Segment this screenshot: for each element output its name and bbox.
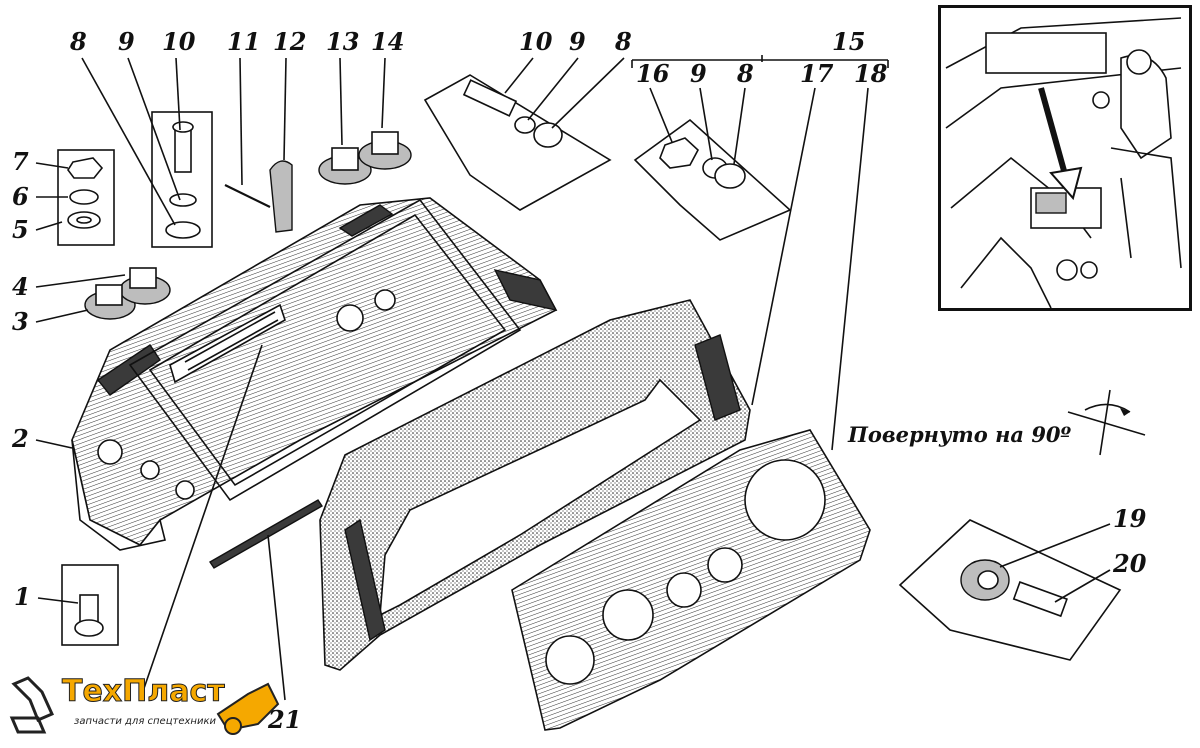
- label-1: 1: [14, 582, 31, 611]
- label-14: 14: [371, 27, 404, 56]
- label-9-right: 9: [690, 59, 707, 88]
- excavator-icon: [9, 676, 54, 734]
- label-9-top: 9: [569, 27, 586, 56]
- label-7: 7: [12, 147, 29, 176]
- label-5: 5: [12, 215, 29, 244]
- label-2: 2: [11, 424, 29, 453]
- gauge-panel: [511, 429, 871, 731]
- screw-part-1: [61, 564, 119, 646]
- leader-lines: [35, 57, 1111, 701]
- location-inset: [938, 5, 1192, 311]
- label-8-right: 8: [736, 59, 754, 88]
- logo-subtitle: запчасти для спецтехники: [74, 716, 216, 727]
- loader-icon: [216, 682, 280, 735]
- label-17: 17: [800, 59, 834, 88]
- rotation-caption: Повернуто на 90º: [847, 422, 1072, 447]
- part-labels: 1 2 3 4 5 6 7 8 9 10 11 12 13 14 10 9 8 …: [11, 27, 1147, 734]
- inset-arrow: [1038, 87, 1083, 201]
- panel-body: [71, 197, 558, 551]
- bracket-15: [631, 55, 889, 68]
- label-19: 19: [1113, 504, 1147, 533]
- label-16: 16: [636, 59, 670, 88]
- screw-washers-group: [151, 111, 213, 248]
- label-8-left: 8: [69, 27, 87, 56]
- label-3: 3: [12, 307, 29, 336]
- seal-strip: [209, 499, 323, 569]
- label-10-top: 10: [519, 27, 553, 56]
- label-15: 15: [832, 27, 865, 56]
- wire-part-11: [224, 184, 271, 208]
- label-10-left: 10: [162, 27, 196, 56]
- sleeve-part-12: [269, 160, 293, 233]
- lamp-sockets-13-14: [318, 131, 412, 185]
- bezel-frame: [319, 299, 751, 671]
- label-9-left: 9: [118, 27, 135, 56]
- indicator-scale: [169, 303, 286, 384]
- label-13: 13: [326, 27, 359, 56]
- label-12: 12: [273, 27, 306, 56]
- lamp-sockets-3-4: [84, 267, 171, 320]
- nut-washer-group-left: [57, 149, 115, 246]
- brand-logo: ТехПласт запчасти для спецтехники: [8, 674, 298, 740]
- inset-cab-drawing: [945, 17, 1182, 309]
- nut-washer-group-right: [633, 118, 792, 241]
- label-20: 20: [1112, 549, 1147, 578]
- top-screw-group: [423, 74, 612, 211]
- label-11: 11: [227, 27, 260, 56]
- label-18: 18: [854, 59, 888, 88]
- logo-title: ТехПласт: [62, 674, 226, 710]
- rotation-symbol: [1067, 389, 1146, 456]
- label-6: 6: [12, 182, 29, 211]
- knob-screw-group: [898, 519, 1122, 661]
- label-4: 4: [12, 272, 29, 301]
- panel-frame: [128, 198, 522, 502]
- label-8-top: 8: [614, 27, 632, 56]
